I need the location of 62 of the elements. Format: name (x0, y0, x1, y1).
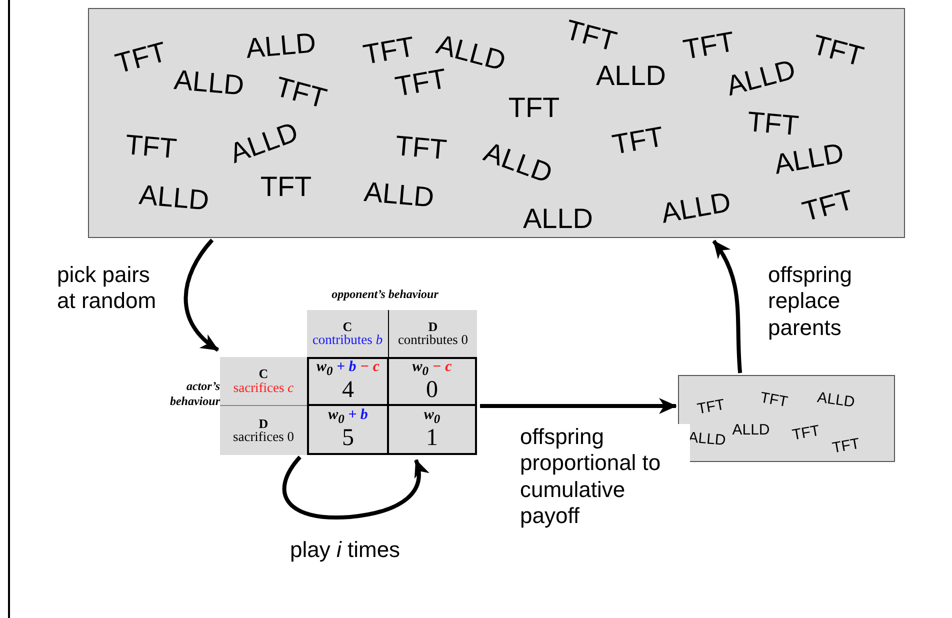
strategy-label: TFT (800, 186, 856, 226)
arrow (480, 398, 677, 414)
strategy-label: ALLD (226, 118, 302, 168)
strategy-label: TFT (791, 423, 821, 443)
strategy-label: TFT (272, 72, 330, 114)
payoff-formula: w$_{0}$ + b − c (316, 360, 380, 378)
strategy-header (389, 310, 477, 357)
strategy-label: TFT (124, 130, 178, 164)
strategy-label: TFT (831, 436, 861, 456)
strategy-label: TFT (696, 397, 726, 417)
strategy-header (220, 357, 307, 406)
payoff-value: 5 (342, 426, 354, 452)
strategy-letter: C (342, 320, 352, 334)
strategy-label: TFT (810, 30, 866, 72)
payoff-cell (307, 406, 389, 455)
strategy-label: ALLD (659, 188, 733, 228)
strategy-label: ALLD (480, 138, 556, 188)
strategy-label: TFT (746, 108, 800, 140)
strategy-header (220, 406, 307, 455)
strategy-label: TFT (260, 173, 312, 201)
payoff-value: 0 (426, 378, 438, 404)
strategy-label: ALLD (772, 139, 846, 179)
strategy-label: TFT (562, 16, 620, 56)
payoff-value: 1 (426, 426, 438, 452)
strategy-label: ALLD (172, 66, 246, 100)
strategy-label: TFT (112, 38, 170, 78)
strategy-label: TFT (759, 390, 789, 410)
population-box (88, 8, 905, 238)
axis-title: actor’s behaviour (168, 379, 220, 409)
arrow (712, 240, 742, 374)
strategy-label: TFT (394, 132, 448, 164)
strategy-label: ALLD (362, 178, 436, 212)
payoff-cell (389, 357, 477, 406)
strategy-label: ALLD (522, 205, 594, 233)
strategy-label: TFT (508, 94, 560, 122)
arrow (282, 456, 428, 520)
payoff-cell (307, 357, 389, 406)
strategy-letter: D (428, 320, 438, 334)
payoff-formula: w$_{0}$ + b (328, 408, 368, 426)
strategy-header (307, 310, 389, 357)
strategy-description: contributes b (312, 333, 383, 348)
strategy-description: contributes 0 (398, 333, 468, 348)
payoff-table (220, 310, 477, 455)
arrow (184, 238, 220, 352)
strategy-label: ALLD (816, 390, 856, 410)
payoff-formula: w$_{0}$ (424, 408, 440, 426)
strategy-label: ALLD (244, 29, 318, 63)
strategy-label: ALLD (138, 181, 210, 215)
strategy-label: TFT (610, 122, 666, 160)
payoff-formula: w$_{0}$ − c (412, 360, 452, 378)
strategy-letter: D (258, 416, 268, 430)
payoff-cell (389, 406, 477, 455)
strategy-description: sacrifices c (233, 380, 294, 395)
offspring-box (678, 375, 895, 462)
strategy-label: ALLD (732, 422, 770, 438)
strategy-letter: C (258, 367, 268, 381)
axis-title: opponent’s behaviour (330, 287, 440, 302)
payoff-value: 4 (342, 378, 354, 404)
strategy-label: ALLD (688, 430, 726, 448)
edge-label: offspring proportional to cumulative payoff (520, 424, 690, 530)
strategy-description: sacrifices 0 (232, 430, 294, 444)
strategy-label: ALLD (596, 62, 666, 90)
